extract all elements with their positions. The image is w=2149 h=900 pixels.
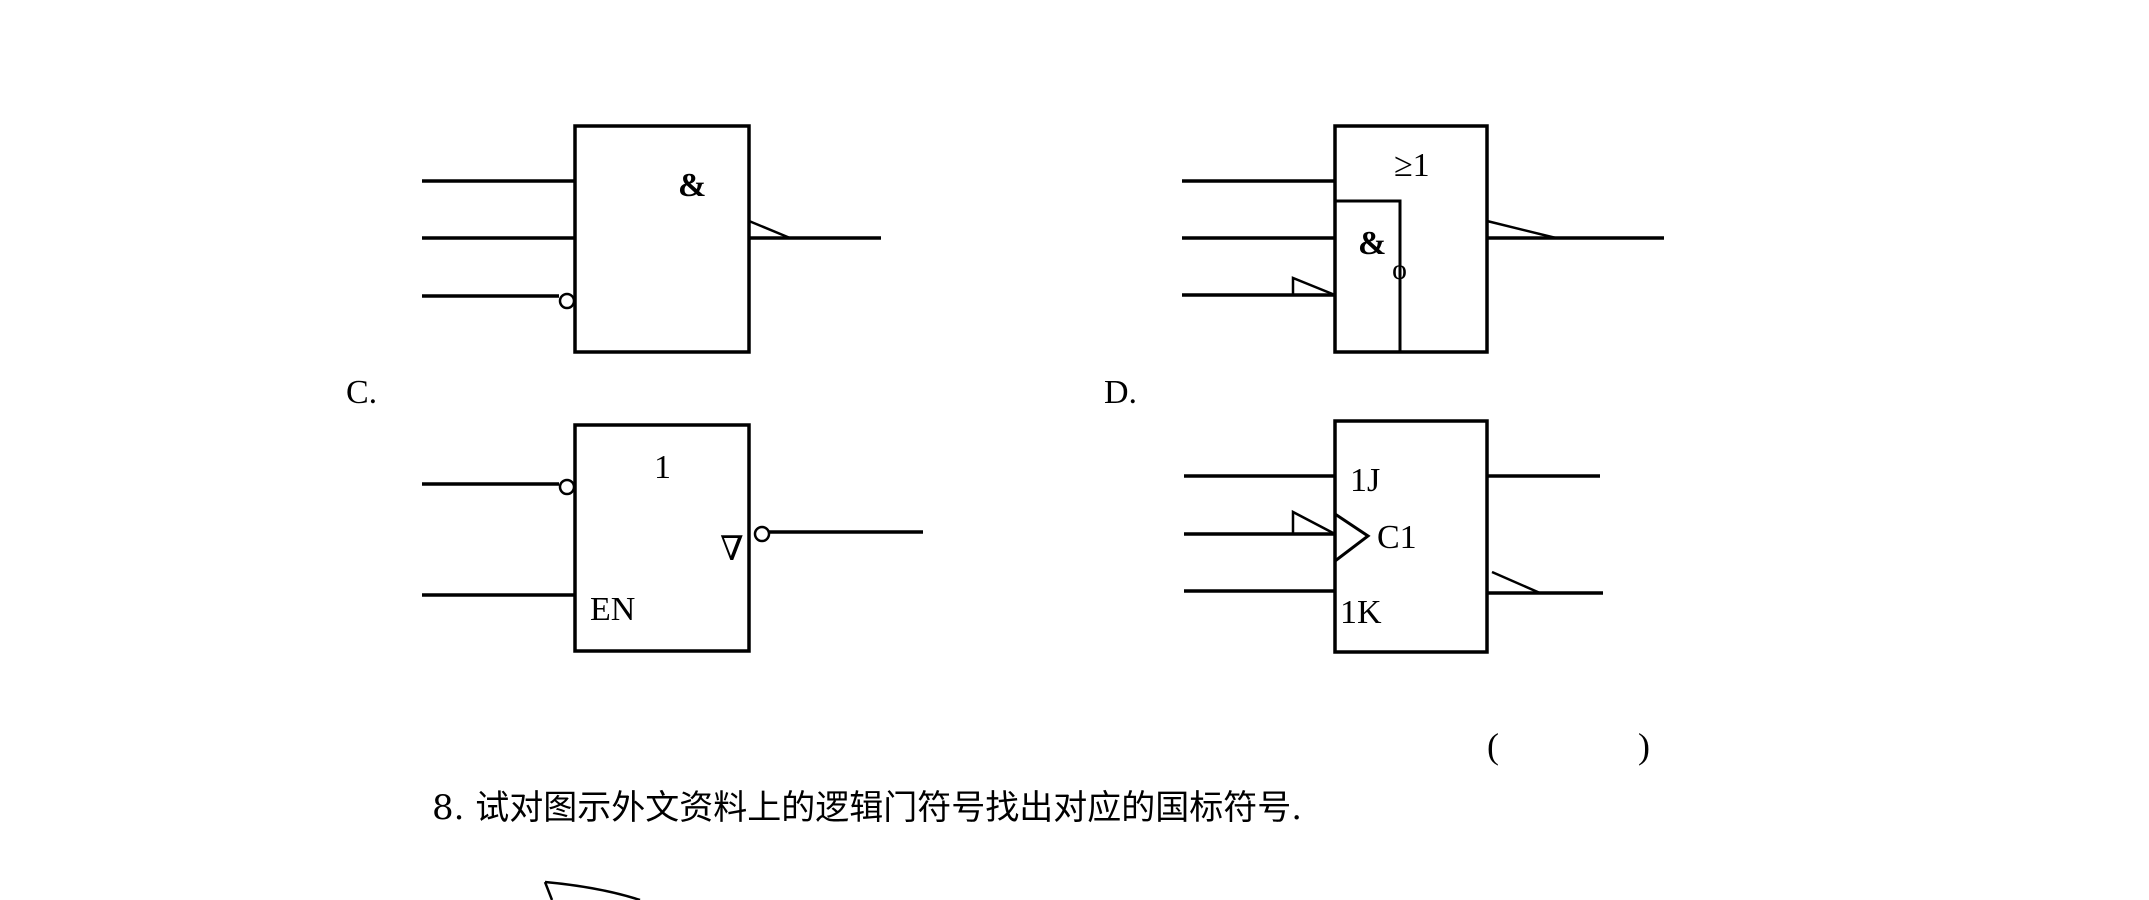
tristate-buffer xyxy=(422,423,923,653)
buffer-symbol: 1 xyxy=(654,449,671,486)
inner-and-box xyxy=(1335,199,1402,352)
tristate-body xyxy=(573,423,751,653)
inner-and-bubble: o xyxy=(1392,253,1407,286)
tristate-output-bubble xyxy=(753,525,771,543)
and-gate xyxy=(422,124,881,354)
jk-qbar-polarity xyxy=(1491,570,1541,595)
and-input-3-bubble xyxy=(558,292,576,310)
and-gate-body xyxy=(573,124,751,354)
question-text: 8. 试对图示外文资料上的逻辑门符号找出对应的国标符号. xyxy=(432,788,1303,828)
enable-label: EN xyxy=(590,591,635,628)
option-c-label: C. xyxy=(346,374,377,411)
and-output-polarity xyxy=(748,219,791,240)
fragment-curve xyxy=(544,880,641,900)
option-d-label: D. xyxy=(1104,374,1137,411)
jk-body xyxy=(1333,419,1489,654)
tristate-input-bubble xyxy=(558,478,576,496)
fragment-left-edge xyxy=(543,881,554,900)
jk-k-label: 1K xyxy=(1340,594,1382,631)
jk-clock-polarity xyxy=(1291,509,1336,536)
tristate-output-mark: ∇ xyxy=(720,531,744,568)
or-symbol: ≥1 xyxy=(1394,147,1430,184)
next-figure-fragment xyxy=(543,880,641,900)
jk-j-label: 1J xyxy=(1350,462,1380,499)
jk-clock-label: C1 xyxy=(1377,519,1417,556)
answer-bracket-open: ( xyxy=(1487,726,1499,766)
inner-and-symbol: & xyxy=(1358,225,1386,262)
or-input-3-polarity xyxy=(1291,276,1336,297)
answer-bracket-close: ) xyxy=(1638,726,1650,766)
or-output-polarity xyxy=(1486,219,1557,240)
jk-flip-flop xyxy=(1184,419,1603,654)
and-symbol: & xyxy=(678,167,706,204)
jk-clock-triangle xyxy=(1334,512,1371,563)
or-gate xyxy=(1182,124,1664,354)
